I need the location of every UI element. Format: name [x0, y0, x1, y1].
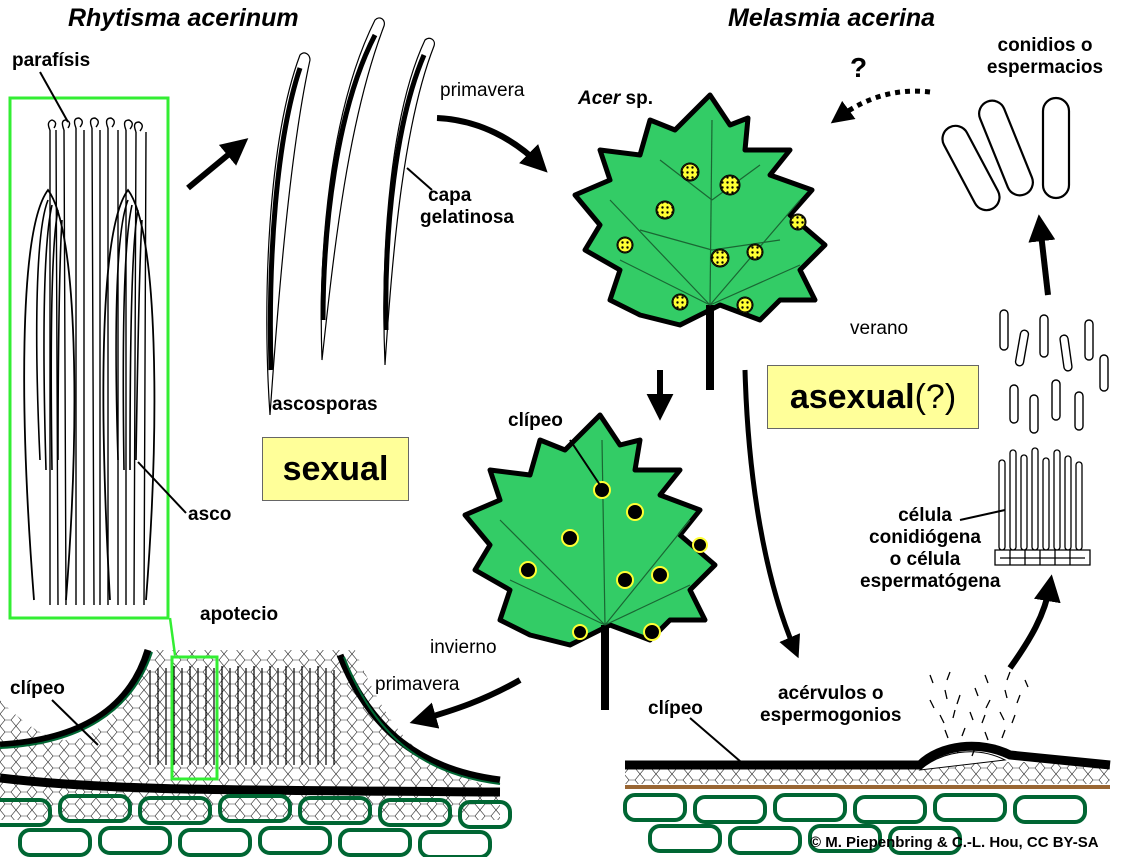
zoom-connector [170, 618, 175, 655]
celula-line-3: o célula [860, 549, 990, 571]
label-clipeo-mid: clípeo [508, 410, 563, 432]
acervulus-section [625, 746, 1110, 787]
arrow-primavera-top [437, 118, 540, 165]
label-acer: Acer sp. [578, 88, 653, 110]
label-acervulos: acérvulos o espermogonios [760, 683, 901, 727]
asexual-text: asexual [790, 378, 915, 417]
label-conidios: conidios o espermacios [970, 35, 1120, 79]
asci-and-paraphyses [24, 118, 154, 605]
label-asco: asco [188, 504, 231, 526]
asexual-box: asexual(?) [767, 365, 979, 429]
title-rhytisma: Rhytisma acerinum [68, 4, 299, 33]
asco-leader-line [138, 462, 186, 513]
label-celula: célula conidiógena o célula espermatógen… [860, 505, 990, 592]
label-clipeo-left: clípeo [10, 678, 65, 700]
arrow-to-conidiogenous [1010, 585, 1050, 668]
acer-genus: Acer [578, 88, 620, 109]
copyright: © M. Piepenbring & C.-L. Hou, CC BY-SA [810, 834, 1099, 851]
released-conidia [1000, 310, 1108, 433]
label-parafisis: parafísis [12, 50, 90, 72]
label-primavera-bottom: primavera [375, 674, 459, 696]
label-capa: capa gelatinosa [420, 185, 514, 229]
capa-line-2: gelatinosa [420, 207, 514, 229]
asexual-question: (?) [915, 378, 957, 417]
conidios-line-1: conidios o [970, 35, 1120, 57]
arrow-question-dotted [838, 91, 930, 118]
acer-sp: sp. [620, 88, 653, 109]
sexual-text: sexual [283, 450, 389, 489]
sexual-box: sexual [262, 437, 409, 501]
label-verano: verano [850, 318, 908, 340]
celula-line-1: célula [860, 505, 990, 527]
celula-line-2: conidiógena [860, 527, 990, 549]
celula-line-4: espermatógena [860, 571, 990, 593]
title-melasmia: Melasmia acerina [728, 4, 935, 33]
label-ascosporas: ascosporas [272, 394, 378, 416]
arrow-to-ascospores [188, 145, 240, 188]
ascospores [267, 18, 435, 415]
maple-leaf-middle [465, 415, 715, 710]
acervulos-line-2: espermogonios [760, 705, 901, 727]
label-apotecio: apotecio [200, 604, 278, 626]
acervulos-line-1: acérvulos o [760, 683, 901, 705]
conidia [938, 97, 1069, 215]
conidios-line-2: espermacios [970, 57, 1120, 79]
label-invierno: invierno [430, 637, 497, 659]
maple-leaf-top [575, 95, 825, 390]
label-clipeo-right: clípeo [648, 698, 703, 720]
label-primavera-top: primavera [440, 80, 524, 102]
label-question: ? [850, 52, 867, 84]
arrow-to-conidia [1040, 225, 1048, 295]
conidiogenous-cells [995, 448, 1090, 565]
capa-line-1: capa [420, 185, 514, 207]
